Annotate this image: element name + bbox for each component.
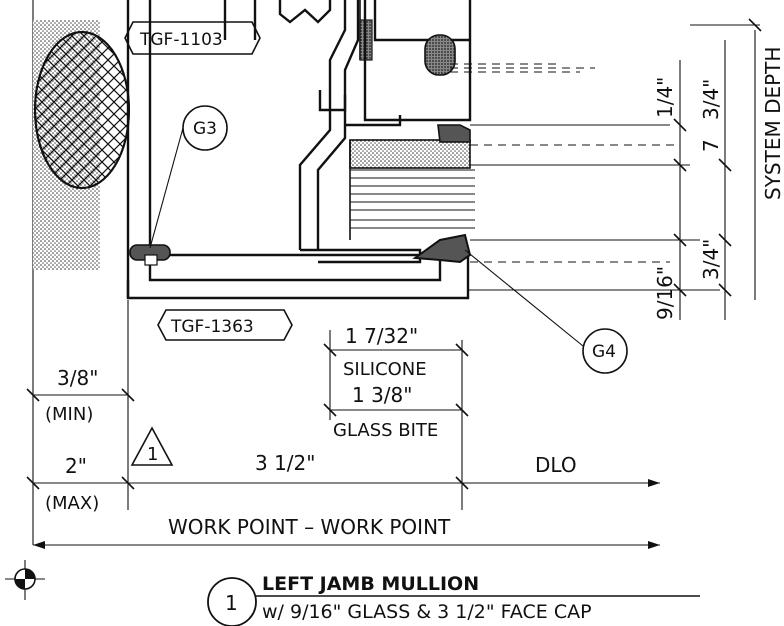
callout-g4: G4 (464, 249, 628, 374)
min-label: (MIN) (45, 404, 93, 425)
svg-text:1: 1 (225, 591, 238, 615)
min-value: 3/8" (57, 366, 98, 390)
svg-text:TGF-1363: TGF-1363 (170, 317, 254, 337)
glass-lites (349, 139, 475, 240)
dim-three-quarter-bottom: 3/4" (699, 239, 723, 280)
dim-seven: 7 (699, 139, 723, 152)
dim-glass-thickness: 9/16" (653, 266, 677, 320)
title-main: LEFT JAMB MULLION (262, 573, 479, 595)
silicone-value: 1 7/32" (345, 324, 418, 348)
part-tag-tgf-1363: TGF-1363 (157, 309, 293, 341)
face-cap-value: 3 1/2" (255, 451, 315, 475)
dlo-label: DLO (535, 453, 577, 477)
detail-title: 1 LEFT JAMB MULLION w/ 9/16" GLASS & 3 1… (207, 573, 700, 626)
work-point-label: WORK POINT – WORK POINT (168, 515, 451, 539)
bite-value: 1 3/8" (352, 383, 412, 407)
system-depth-label: SYSTEM DEPTH (761, 47, 784, 200)
part-tag-tgf-1103: TGF-1103 (124, 21, 261, 55)
callout-g3: G3 (149, 105, 228, 249)
bite-label: GLASS BITE (333, 420, 438, 441)
silicone-label: SILICONE (343, 359, 427, 380)
glass-unit-frame (363, 0, 472, 122)
max-value: 2" (65, 454, 87, 478)
svg-text:G4: G4 (592, 342, 616, 362)
dim-quarter: 1/4" (653, 77, 677, 118)
max-label: (MAX) (45, 493, 99, 514)
gasket-g4-shape (412, 233, 472, 264)
svg-text:G3: G3 (193, 119, 217, 139)
svg-text:TGF-1103: TGF-1103 (139, 30, 223, 50)
svg-text:1: 1 (147, 444, 158, 465)
dim-three-quarter-top: 3/4" (699, 79, 723, 120)
screw-spline (298, 0, 347, 250)
revision-triangle: 1 (130, 426, 174, 466)
work-point-symbol (5, 560, 45, 600)
title-sub: w/ 9/16" GLASS & 3 1/2" FACE CAP (262, 601, 592, 623)
